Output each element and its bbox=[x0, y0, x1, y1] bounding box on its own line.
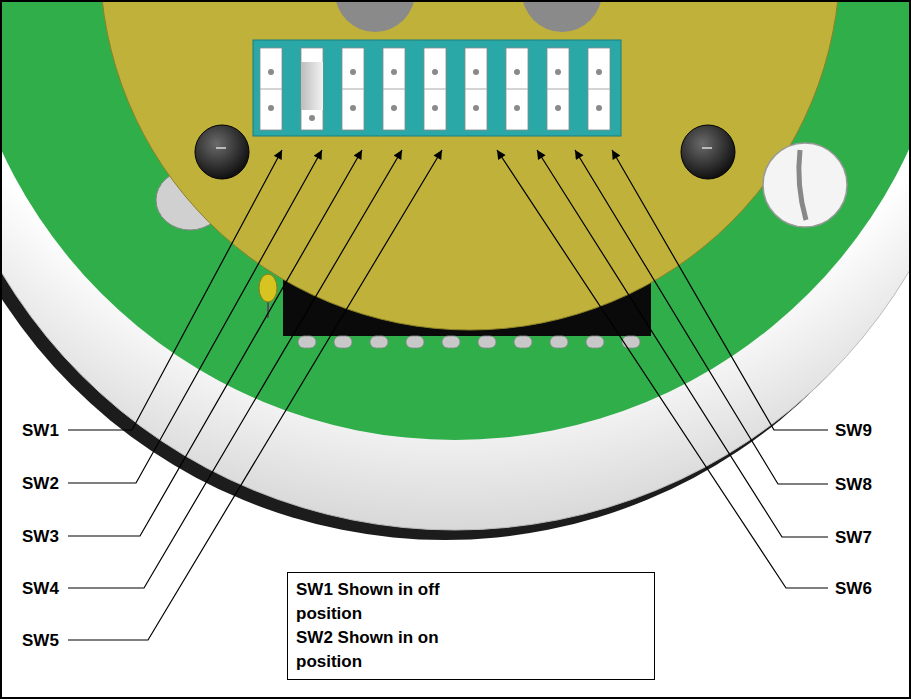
switch-label: SW7 bbox=[835, 526, 872, 550]
housing bbox=[0, 0, 911, 540]
switch-label: SW3 bbox=[22, 525, 59, 549]
note-text: SW2 Shown in on position bbox=[296, 626, 474, 674]
switch-label: SW2 bbox=[22, 472, 59, 496]
switch-label: SW6 bbox=[835, 577, 872, 601]
note-box: SW1 Shown in off positionSW2 Shown in on… bbox=[287, 572, 655, 680]
switch-label: SW8 bbox=[835, 473, 872, 497]
dip-switch bbox=[253, 40, 621, 136]
switch-label: SW5 bbox=[22, 629, 59, 653]
note-text: SW1 Shown in off position bbox=[296, 578, 474, 626]
switch-label: SW9 bbox=[835, 419, 872, 443]
board-parts bbox=[100, 0, 847, 348]
switch-label: SW4 bbox=[22, 577, 59, 601]
leader-lines bbox=[68, 150, 828, 640]
switch-label: SW1 bbox=[22, 419, 59, 443]
